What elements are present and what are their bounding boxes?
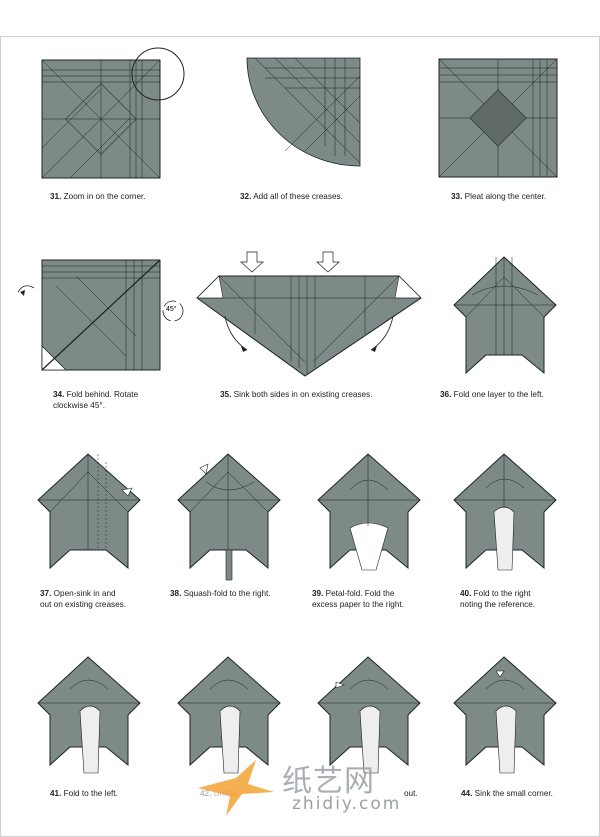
crane-logo-icon <box>198 760 274 816</box>
petal-fold-icon <box>317 453 421 571</box>
step-40-caption: 40. Fold to the right noting the referen… <box>460 589 536 609</box>
step-34-caption: 34. Fold behind. Rotate clockwise 45°. <box>53 390 139 410</box>
step-39-diagram <box>316 452 422 577</box>
step-31-diagram <box>40 47 190 183</box>
step-39-caption: 39. Petal-fold. Fold the excess paper to… <box>312 589 404 609</box>
step-36-caption: 36. Fold one layer to the left. <box>440 390 544 399</box>
watermark-cn: 纸艺网 <box>282 764 375 799</box>
step-38-caption: 38. Squash-fold to the right. <box>170 589 271 598</box>
step-32-diagram <box>245 56 365 167</box>
base-shape-icon <box>453 453 557 571</box>
step-44-diagram <box>452 655 558 775</box>
crease-square-icon <box>438 58 558 178</box>
step-41-diagram <box>36 655 142 775</box>
step-35-diagram <box>195 250 423 380</box>
step-36-diagram <box>452 255 560 375</box>
crease-square-icon <box>41 47 185 179</box>
step-32-caption: 32. Add all of these creases. <box>240 192 343 201</box>
watermark-url: zhidiy.com <box>292 794 402 814</box>
step-40-diagram <box>452 452 558 577</box>
step-37-caption: 37. Open-sink in and out on existing cre… <box>40 589 127 609</box>
step-43-caption: out. <box>404 789 418 798</box>
rotate-45-symbol: 45° <box>160 298 186 324</box>
rotate-label: 45° <box>166 306 177 313</box>
step-37-diagram <box>36 452 142 572</box>
base-shape-icon <box>177 453 281 581</box>
step-34-diagram <box>16 256 166 374</box>
step-31-caption: 31. Zoom in on the corner. <box>50 192 146 201</box>
top-bar <box>0 0 600 37</box>
base-shape-icon <box>317 656 421 774</box>
rotate-icon <box>162 300 184 322</box>
step-33-diagram <box>438 58 560 180</box>
base-shape-icon <box>37 656 141 774</box>
base-shape-icon <box>37 453 141 570</box>
sink-diagram-icon <box>196 251 422 377</box>
step-35-caption: 35. Sink both sides in on existing creas… <box>220 390 373 399</box>
crease-quarter-circle-icon <box>246 57 361 167</box>
watermark: 纸艺网 zhidiy.com <box>196 754 406 824</box>
step-42-diagram <box>176 655 282 775</box>
step-44-caption: 44. Sink the small corner. <box>461 789 553 798</box>
step-33-caption: 33. Pleat along the center. <box>451 192 547 201</box>
step-38-diagram <box>176 452 282 582</box>
base-shape-icon <box>453 256 557 375</box>
step-43-diagram <box>316 655 422 775</box>
base-shape-icon <box>453 656 557 774</box>
crease-square-icon <box>17 259 161 371</box>
base-shape-icon <box>177 656 281 774</box>
step-41-caption: 41. Fold to the left. <box>50 789 118 798</box>
